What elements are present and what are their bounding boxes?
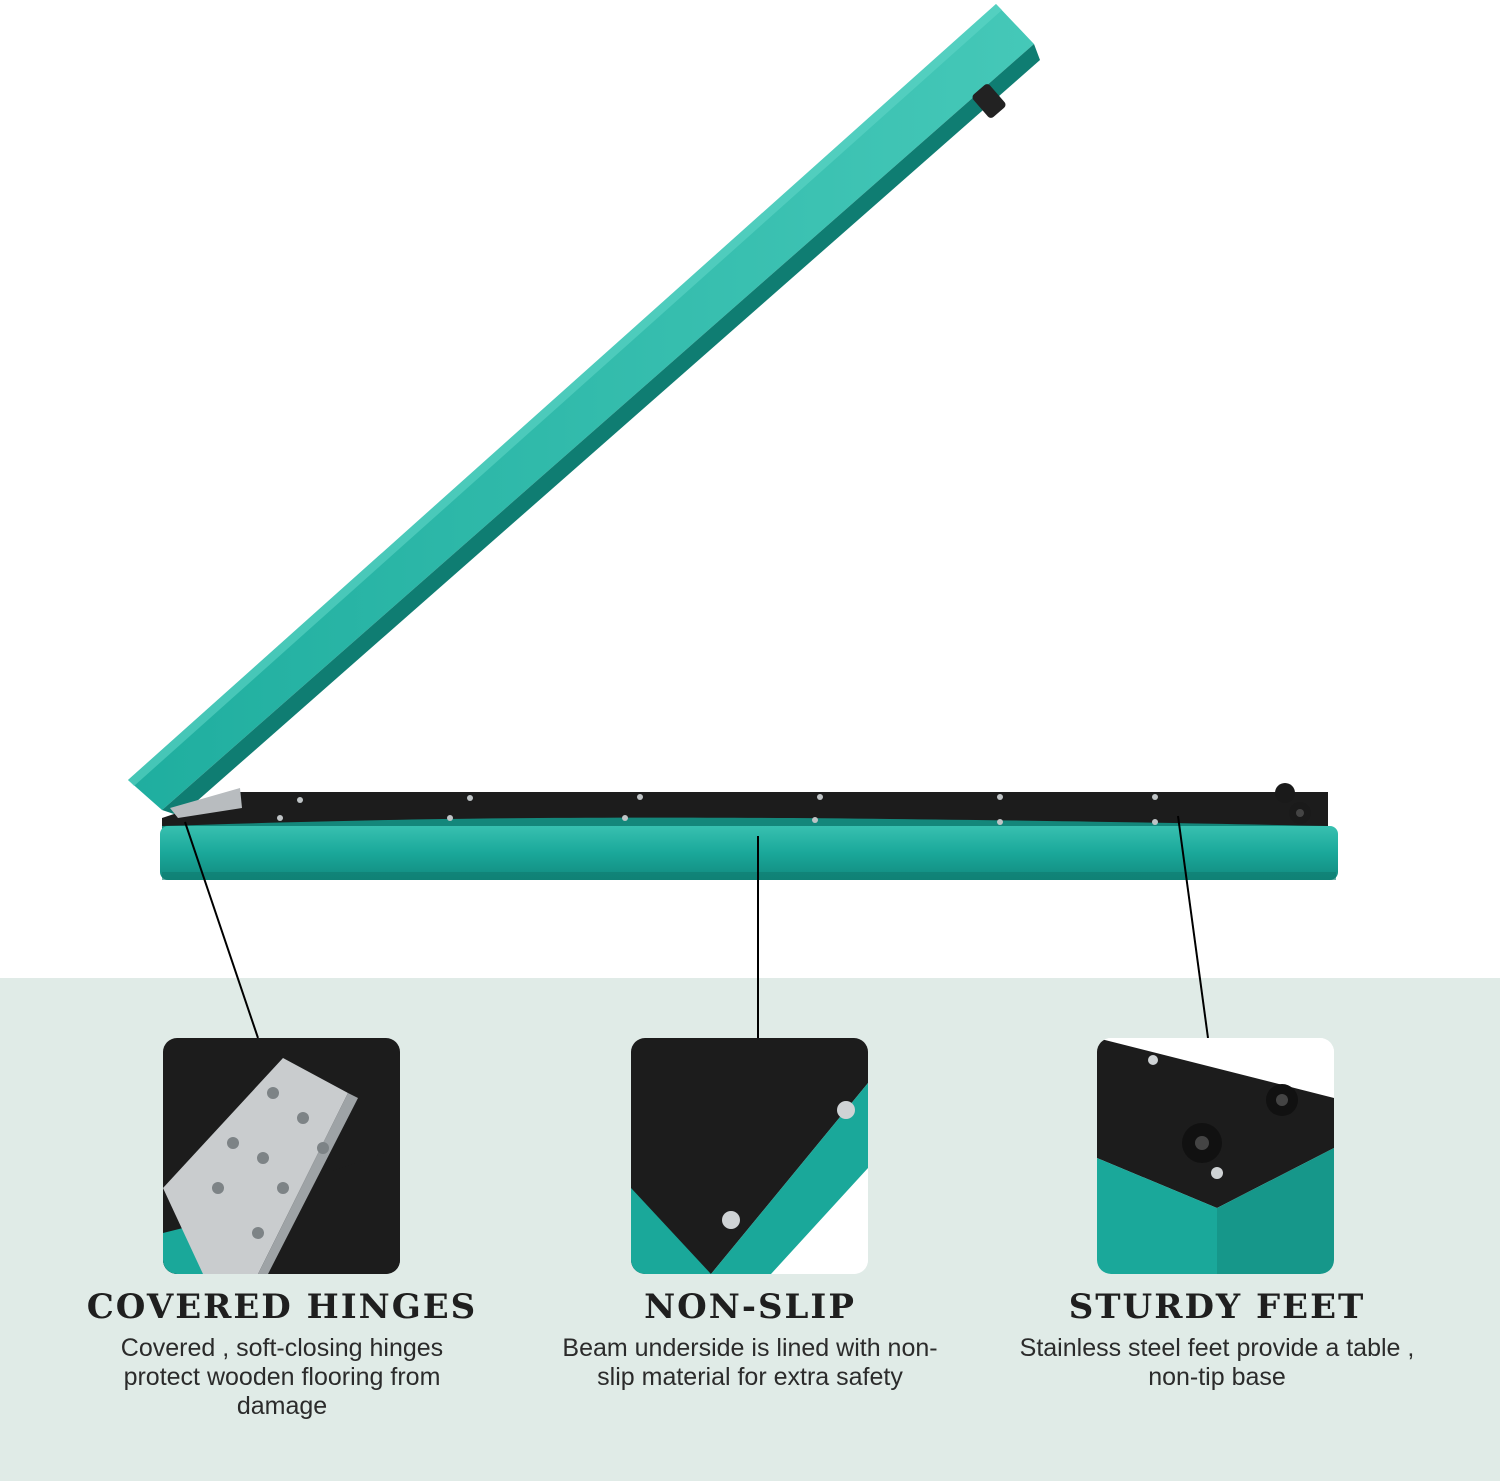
foot-on-raised-section	[972, 84, 1006, 118]
feature-description-non-slip: Beam underside is lined with non-slip ma…	[562, 1334, 938, 1391]
callout-line-feet	[1177, 815, 1209, 1039]
feature-description-feet: Stainless steel feet provide a table , n…	[1019, 1334, 1415, 1391]
hinge-closeup-image	[163, 1038, 400, 1274]
raised-beam-section	[128, 4, 1040, 816]
feature-description-hinges: Covered , soft-closing hinges protect wo…	[120, 1334, 444, 1420]
base-beam-section	[160, 783, 1338, 880]
feature-title-feet: STURDY FEET	[1068, 1287, 1366, 1327]
hinge-plate	[170, 788, 242, 818]
foot-rear	[1275, 783, 1295, 803]
non-slip-closeup-image	[631, 1038, 868, 1274]
callout-line-hinges	[184, 821, 259, 1039]
feature-title-non-slip: NON-SLIP	[644, 1287, 856, 1327]
feature-title-hinges: COVERED HINGES	[86, 1287, 478, 1327]
feet-closeup-image	[1097, 1038, 1334, 1274]
